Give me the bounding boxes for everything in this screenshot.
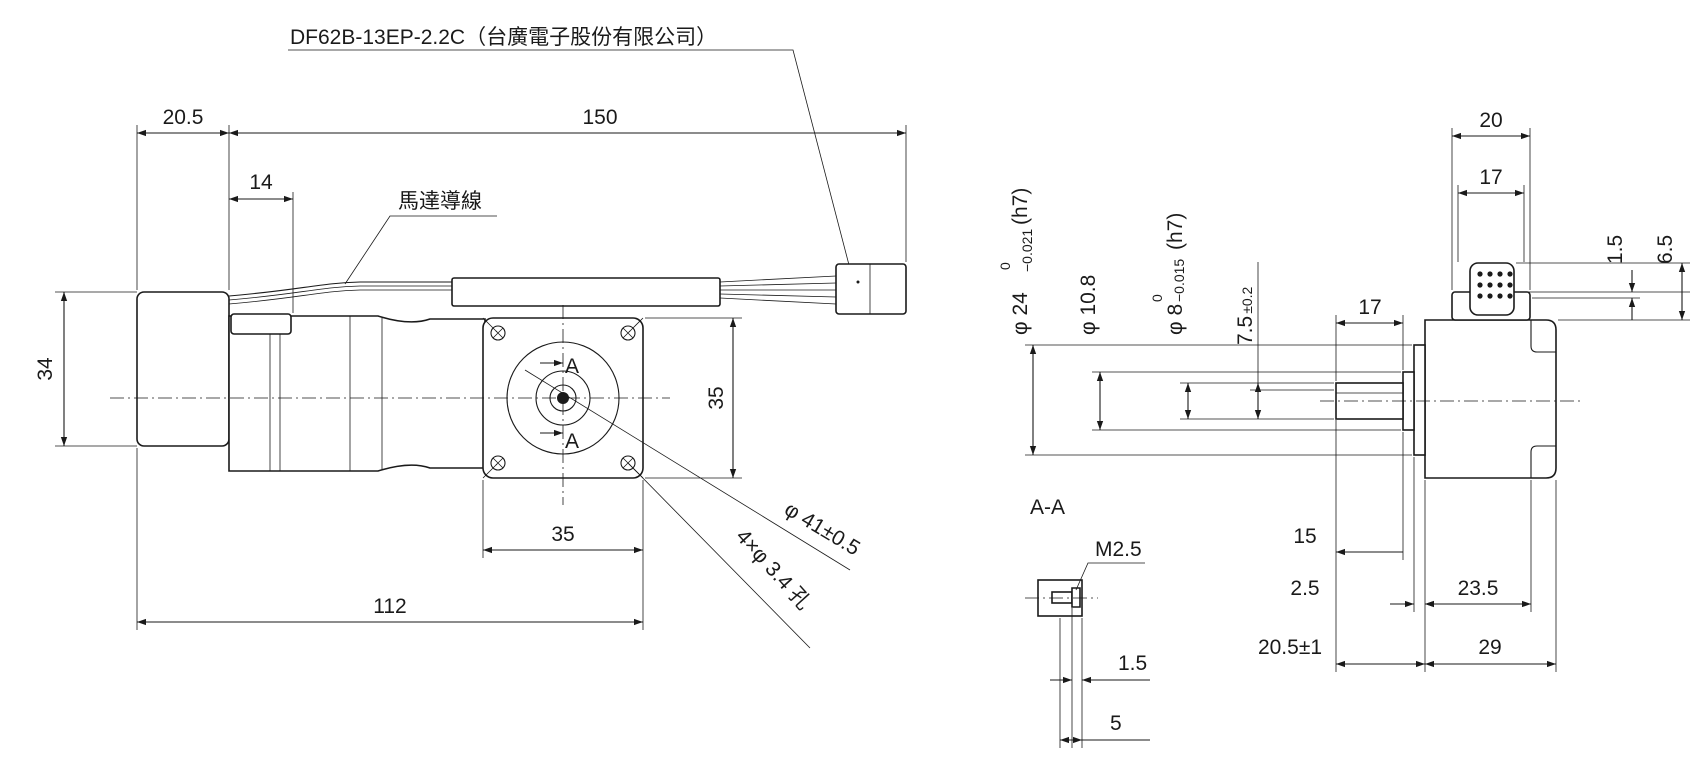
dim-1-5-top: 1.5 <box>1604 235 1627 264</box>
connector-housing <box>835 263 907 315</box>
dim-35-horizontal: 35 <box>551 523 574 546</box>
dim-150: 150 <box>582 106 617 129</box>
flat-7-5: 7.5±0.2 <box>1234 286 1257 345</box>
dim-20-5: 20.5 <box>163 106 204 129</box>
side-connector <box>1469 262 1515 316</box>
dia-10-8: φ 10.8 <box>1077 275 1100 335</box>
section-title: A-A <box>1030 496 1065 519</box>
front-view: A A 20.5 150 14 馬達導線 34 35 35 <box>34 106 907 649</box>
shaft-dia-8-tol-upper: 0 <box>1149 294 1165 302</box>
motor-body <box>228 315 486 472</box>
connector-leader <box>288 49 856 289</box>
side-flange <box>1413 344 1426 456</box>
mounting-hole <box>490 455 506 471</box>
section-mark-top: A <box>565 355 579 378</box>
side-view: φ 24 0 −0.021 (h7) φ 10.8 φ 8 0 −0.015 (… <box>997 109 1690 672</box>
lead-wire-label: 馬達導線 <box>398 190 482 213</box>
mounting-hole <box>620 325 636 341</box>
thread-callout: M2.5 <box>1095 538 1142 561</box>
shaft-dia-8: φ 8 <box>1164 304 1187 335</box>
dim-29: 29 <box>1478 636 1501 659</box>
section-dim-1-5: 1.5 <box>1118 652 1147 675</box>
section-mark-bottom: A <box>565 430 579 453</box>
shaft-dia-24-tol-upper: 0 <box>997 262 1013 270</box>
dim-6-5: 6.5 <box>1654 235 1677 264</box>
thread-leader <box>1075 562 1145 591</box>
section-a-a: A-A M2.5 1.5 5 <box>1025 496 1150 748</box>
pilot-leader <box>524 369 851 571</box>
shaft-dia-24-tol-lower: −0.021 <box>1019 229 1035 272</box>
shaft-dia-8-tol-lower: −0.015 <box>1171 259 1187 302</box>
dim-17-connector: 17 <box>1479 166 1502 189</box>
hole-leader <box>627 462 811 649</box>
mounting-hole <box>490 325 506 341</box>
dim-17-shaft: 17 <box>1358 296 1381 319</box>
dim-34: 34 <box>34 357 57 381</box>
lead-exit-tab <box>230 313 292 335</box>
side-motor-body <box>1424 319 1557 479</box>
wire-sleeve <box>451 277 721 307</box>
hole-callout: 4×φ 3.4 孔 <box>731 525 815 614</box>
shaft-dia-8-fit: (h7) <box>1164 213 1187 250</box>
dim-2-5: 2.5 <box>1290 577 1319 600</box>
dim-14: 14 <box>249 171 273 194</box>
shaft-dia-24: φ 24 <box>1009 292 1032 335</box>
dim-20: 20 <box>1479 109 1502 132</box>
dim-20-5-tol: 20.5±1 <box>1258 636 1322 659</box>
motor-rear-cap <box>136 291 230 447</box>
dim-23-5: 23.5 <box>1458 577 1499 600</box>
dim-15: 15 <box>1293 525 1316 548</box>
set-screw <box>1051 591 1073 604</box>
dim-35-vertical: 35 <box>705 386 728 409</box>
shaft-dia-24-fit: (h7) <box>1009 188 1032 225</box>
pilot-diameter: φ 41±0.5 <box>780 498 863 561</box>
section-dim-5: 5 <box>1110 712 1122 735</box>
connector-label: DF62B-13EP-2.2C（台廣電子股份有限公司） <box>290 26 717 49</box>
lead-wire-leader <box>344 215 497 285</box>
dim-112: 112 <box>373 595 406 618</box>
lead-wires <box>228 281 452 297</box>
